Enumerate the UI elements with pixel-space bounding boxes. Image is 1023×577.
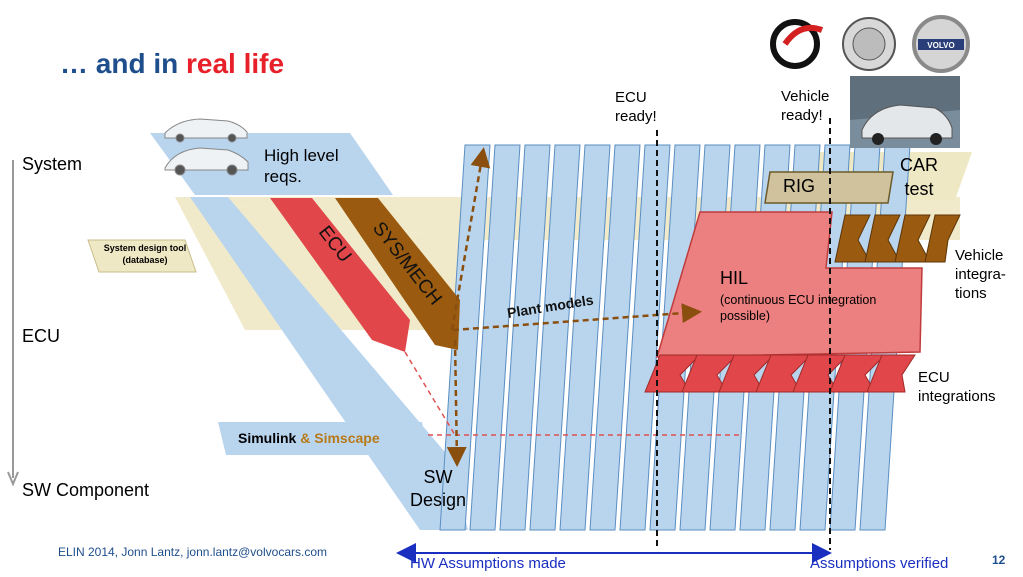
ecu-ready-label: ECU ready! — [615, 89, 657, 125]
rig-label: RIG — [783, 176, 816, 196]
down-arrow — [446, 339, 467, 467]
footer-credit: ELIN 2014, Jonn Lantz, jonn.lantz@volvoc… — [58, 545, 327, 559]
timeline-right-label: Assumptions verified — [810, 555, 949, 572]
simulink-label: Simulink & Simscape — [238, 430, 380, 446]
seal-logo — [842, 17, 896, 71]
vehicle-integrations-label: Vehicle integra- tions — [955, 247, 1006, 302]
high-level-reqs-label: High level reqs. — [264, 146, 339, 186]
timeline-left-label: HW Assumptions made — [410, 555, 566, 572]
ecu-integrations-label: ECU integrations — [918, 369, 996, 405]
hil-subtitle: (continuous ECU integration possible) — [720, 293, 877, 323]
page-number: 12 — [992, 553, 1006, 567]
volvo-logo-text: VOLVO — [927, 41, 954, 50]
level-ecu: ECU — [22, 326, 61, 346]
title-prefix: … and in — [60, 48, 186, 79]
v-left-leg — [190, 197, 468, 530]
vehicle-integration-chevrons — [834, 214, 961, 263]
ecu-integration-chevrons — [644, 354, 916, 393]
level-system: System — [22, 154, 83, 174]
rig-box — [764, 171, 894, 204]
simulink-text: Simulink — [238, 430, 297, 446]
chalmers-logo — [770, 19, 824, 69]
car-photo — [850, 76, 960, 148]
vehicle-ready-label: Vehicle ready! — [781, 88, 830, 124]
sys-mech-arrow — [335, 198, 460, 350]
page-title: … and in real life — [60, 48, 284, 80]
ecu-dashed-line — [404, 351, 456, 436]
car-sketch-1 — [164, 118, 248, 143]
level-sw-component: SW Component — [22, 480, 150, 500]
title-accent: real life — [186, 48, 285, 79]
sw-design-label: SW Design — [409, 467, 467, 510]
hil-title: HIL — [720, 268, 749, 288]
system-design-tool-label: System design tool (database) — [103, 243, 187, 265]
car-sketch-2 — [164, 147, 249, 176]
hil-box — [655, 211, 923, 358]
system-design-tool-box — [87, 239, 197, 273]
up-arrow — [450, 147, 491, 331]
level-axis-arrowhead — [7, 471, 19, 487]
simscape-text: & Simscape — [300, 430, 380, 446]
volvo-logo: VOLVO — [912, 15, 970, 73]
ecu-arrow — [270, 198, 410, 352]
car-test-label: CAR test — [900, 155, 939, 199]
